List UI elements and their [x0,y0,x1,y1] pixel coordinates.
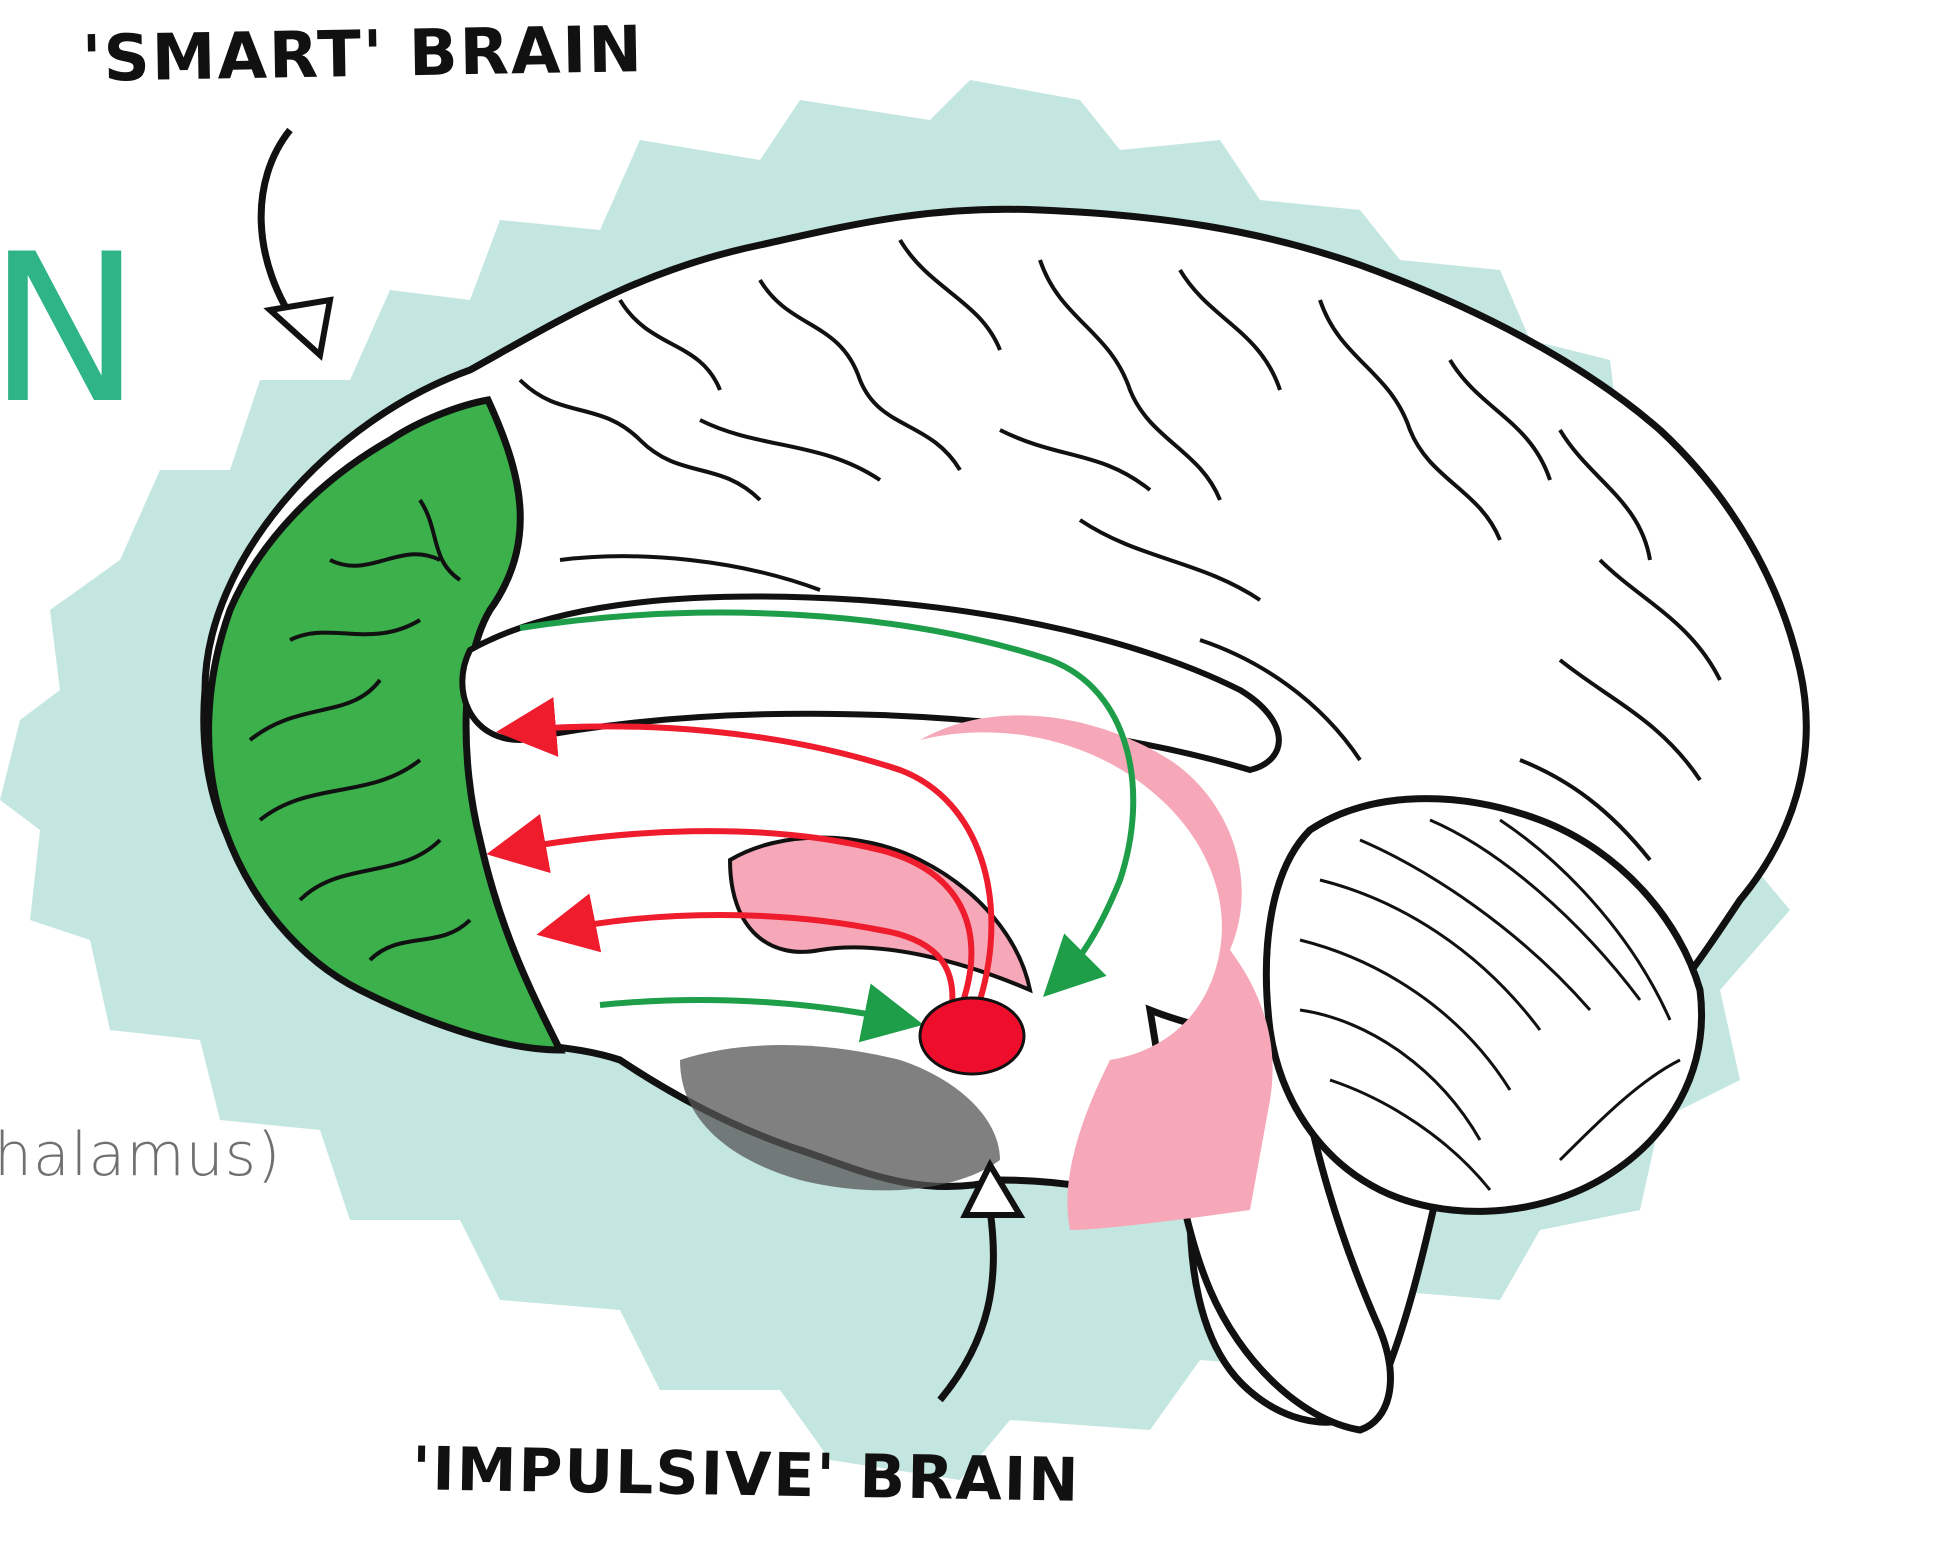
smart-brain-label: 'SMART' BRAIN [81,13,644,97]
amygdala [920,998,1024,1074]
impulsive-brain-label: 'IMPULSIVE' BRAIN [411,1434,1081,1516]
arrow-down-icon [261,130,300,330]
arrow-down-head [270,300,330,355]
